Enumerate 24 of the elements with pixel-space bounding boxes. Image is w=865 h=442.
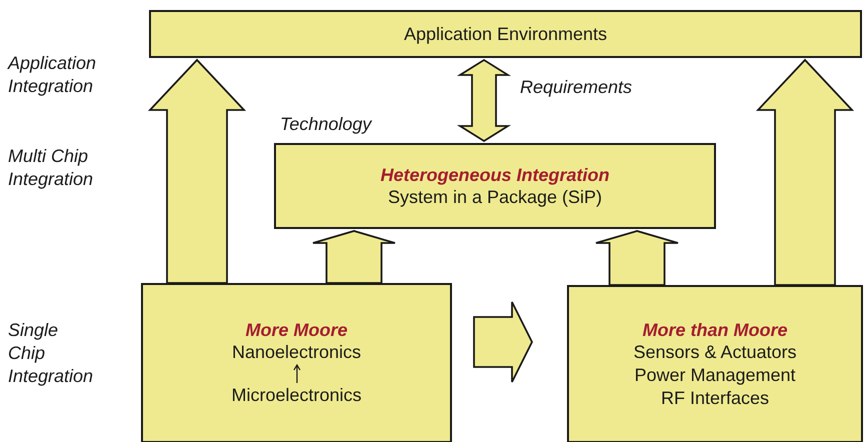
box-text: System in a Package (SiP) [388,186,602,208]
block-arrow [312,230,396,284]
box-text: Power Management [634,364,796,386]
block-arrow [756,58,854,286]
box-text: Nanoelectronics [232,341,362,364]
box-heading: More Moore [245,319,348,341]
box-text: Microelectronics [231,384,362,407]
level-label: Application Integration [8,52,96,98]
process-box [149,10,862,58]
process-box [567,285,863,442]
level-label: Multi Chip Integration [8,145,94,191]
box-heading: More than Moore [642,318,788,340]
block-arrow [473,301,533,383]
box-heading: Heterogeneous Integration [380,164,610,186]
box-caption: Technology [280,113,372,136]
process-box [141,283,452,442]
process-box [274,143,716,229]
block-arrow [595,230,679,286]
box-text: Application Environments [404,22,608,46]
level-label: Single Chip Integration [8,319,94,388]
box-text: Sensors & Actuators [633,340,797,364]
box-text: RF Interfaces [660,386,770,410]
block-arrow [456,58,512,142]
block-arrow [148,58,246,284]
